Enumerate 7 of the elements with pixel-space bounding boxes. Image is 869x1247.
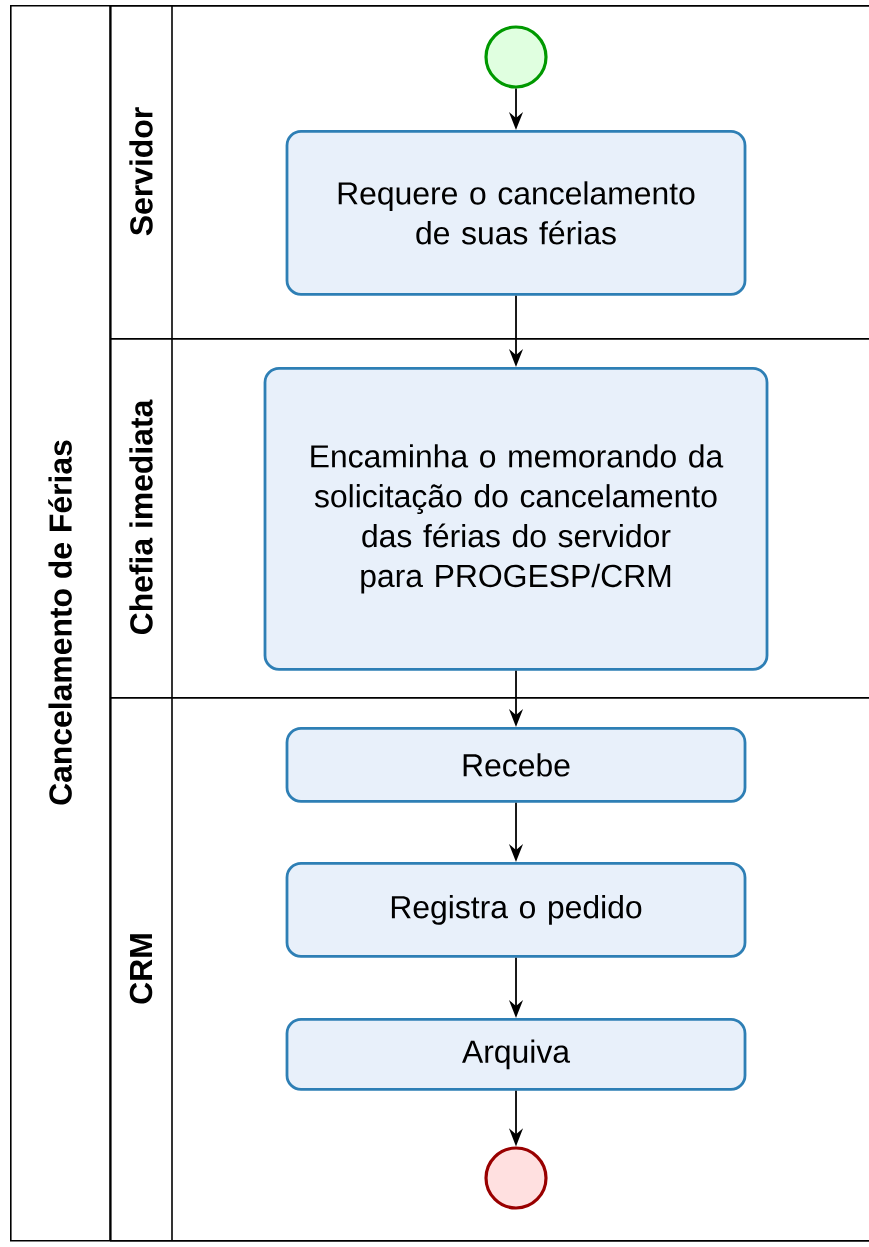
task-box: Requere o cancelamento de suas férias bbox=[285, 130, 747, 296]
task-box: Encaminha o memorando da solicitação do cancelamento das férias do servidor para PROGESP/CRM bbox=[263, 367, 769, 671]
end-event-circle bbox=[484, 1146, 548, 1210]
task-box: Registra o pedido bbox=[285, 862, 747, 958]
task-box: Arquiva bbox=[285, 1018, 747, 1091]
task-box: Recebe bbox=[285, 727, 747, 803]
start-event-circle bbox=[484, 25, 548, 89]
